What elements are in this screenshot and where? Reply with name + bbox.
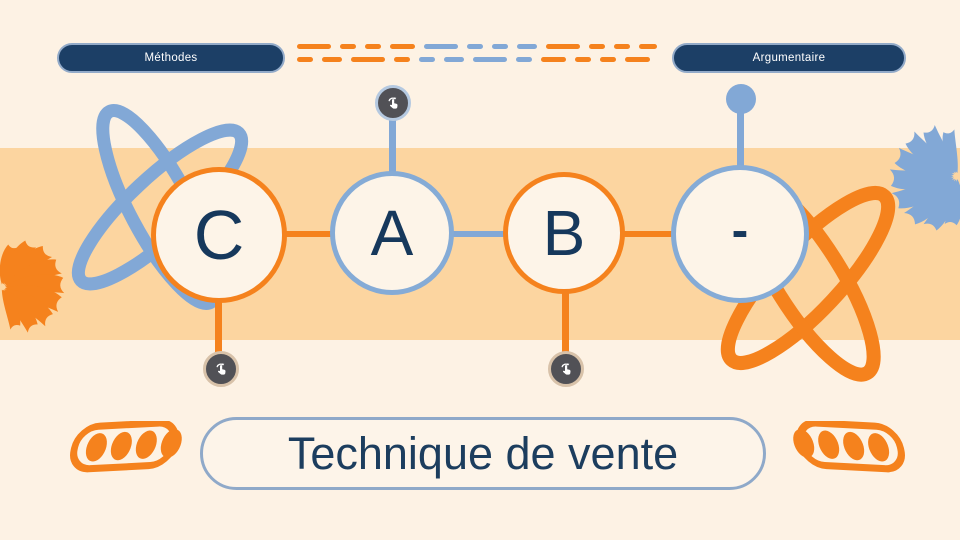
connector-a-b [451,231,506,237]
tap-indicator-b[interactable] [548,351,584,387]
argumentaire-button[interactable]: Argumentaire [672,43,906,73]
dash-segment [467,44,483,49]
dash-segment [546,44,580,49]
dash-segment [625,57,650,62]
dash-segment [297,57,313,62]
page-title: Technique de vente [287,427,679,479]
methodes-button[interactable]: Méthodes [57,43,285,73]
dash-segment [639,44,657,49]
dash-segment [340,44,356,49]
orange-band [0,148,960,340]
connector-c-a [283,231,333,237]
dash-segment [424,44,458,49]
dash-segment [517,44,537,49]
dash-segment [297,44,331,49]
tap-indicator-c[interactable] [203,351,239,387]
dash-segment [444,57,464,62]
dash-segment [394,57,410,62]
stem-dash-top [737,99,744,169]
dash-segment [575,57,591,62]
dash-row1 [297,44,657,49]
title-box: Technique de vente [200,417,766,490]
node-dash-circle[interactable]: - [671,165,809,303]
node-c-letter: C [193,196,245,274]
dash-row2 [297,57,650,62]
pod-decoration-right-icon [793,421,905,473]
node-a-circle[interactable]: A [330,171,454,295]
tap-indicator-a[interactable] [375,85,411,121]
tap-icon [561,363,571,375]
dash-segment [516,57,532,62]
methodes-button-label: Méthodes [144,52,198,64]
dash-segment [351,57,385,62]
stem-c-bottom [215,300,222,372]
stem-a-top [389,103,396,175]
argumentaire-button-label: Argumentaire [752,52,826,64]
connector-b-dash [622,231,675,237]
node-c-circle[interactable]: C [151,167,287,303]
dash-segment [589,44,605,49]
dash-segment [541,57,566,62]
dash-segment [600,57,616,62]
pod-decoration-left-icon [70,421,182,473]
stem-b-bottom [562,291,569,371]
tap-icon [388,97,398,109]
dash-segment [614,44,630,49]
dash-node-dot [726,84,756,114]
node-b-letter: B [542,197,586,269]
dash-segment [322,57,342,62]
dash-segment [419,57,435,62]
dash-segment [390,44,415,49]
node-b-circle[interactable]: B [503,172,625,294]
dash-segment [473,57,507,62]
dash-segment [492,44,508,49]
node-a-letter: A [370,197,414,269]
tap-icon [216,363,226,375]
dash-segment [365,44,381,49]
node-dash-letter: - [731,202,749,258]
